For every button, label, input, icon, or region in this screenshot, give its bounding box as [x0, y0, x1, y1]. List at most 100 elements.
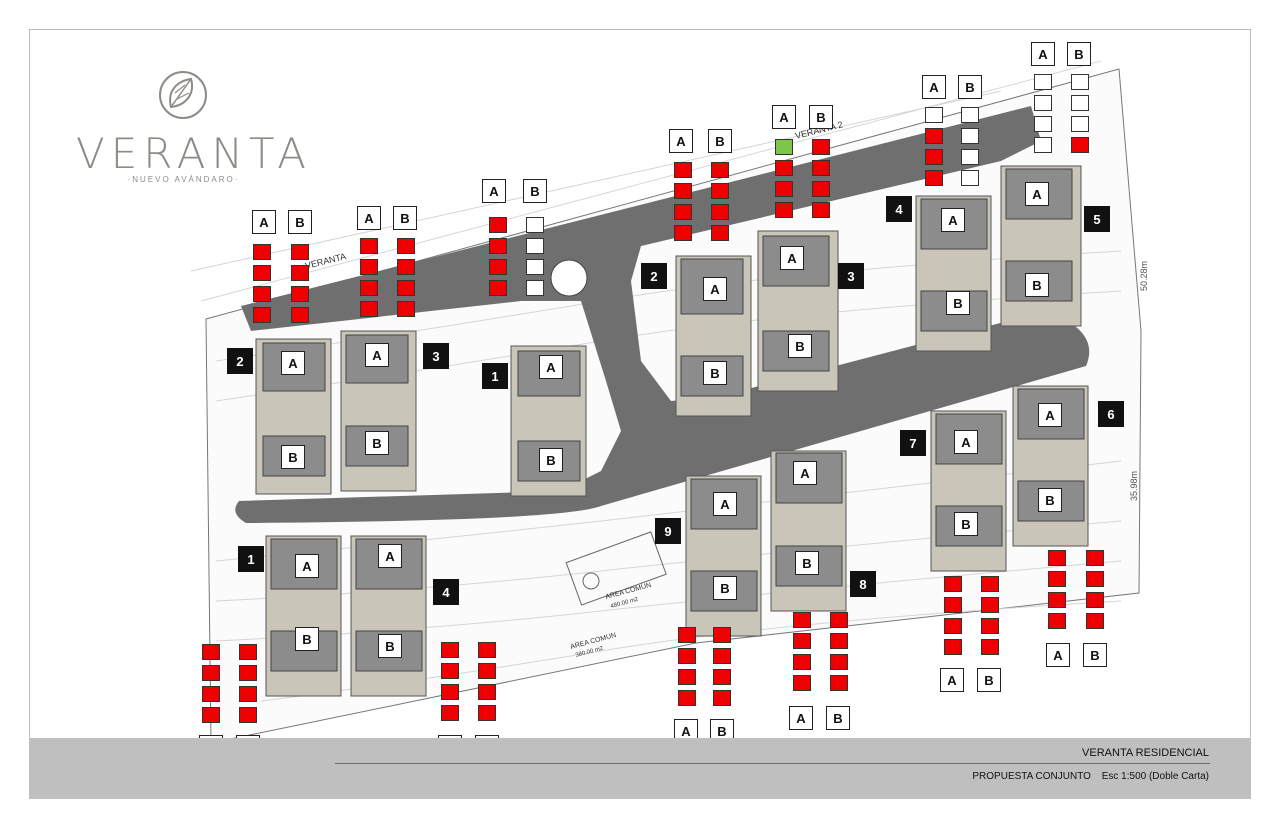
parking-spot-red [253, 265, 271, 281]
title-block: VERANTA RESIDENCIAL PROPUESTA CONJUNTO E… [29, 738, 1251, 799]
unit-label-a: A [295, 554, 319, 578]
parking-spot-red [711, 183, 729, 199]
parking-spot-white [1071, 116, 1089, 132]
site-plan-sheet: VERANTA VERANTA 2 AREA COMUN 480.00 m2 A… [29, 29, 1251, 799]
parking-spot-red [830, 612, 848, 628]
parking-spot-red [925, 170, 943, 186]
parking-spot-red [202, 686, 220, 702]
parking-spot-red [711, 204, 729, 220]
parking-spot-red [441, 663, 459, 679]
parking-spot-red [1071, 137, 1089, 153]
parking-spot-red [239, 686, 257, 702]
lot-number-badge: 1 [482, 363, 508, 389]
parking-spot-red [944, 576, 962, 592]
lot-number-badge: 1 [238, 546, 264, 572]
parking-spot-red [1048, 592, 1066, 608]
unit-label-b: B [378, 634, 402, 658]
parking-spot-red [239, 665, 257, 681]
parking-spot-red [441, 705, 459, 721]
parking-spot-red [711, 225, 729, 241]
parking-spot-red [713, 627, 731, 643]
parking-spot-red [830, 654, 848, 670]
parking-spot-red [713, 669, 731, 685]
parking-spot-red [202, 665, 220, 681]
parking-spot-red [812, 139, 830, 155]
parking-spot-red [944, 618, 962, 634]
parking-spot-red [239, 707, 257, 723]
parking-spot-red [1086, 571, 1104, 587]
unit-label-b: B [977, 668, 1001, 692]
parking-spot-red [793, 675, 811, 691]
parking-spot-red [360, 259, 378, 275]
parking-spot-white [526, 280, 544, 296]
unit-label-a: A [940, 668, 964, 692]
parking-spot-red [489, 259, 507, 275]
unit-label-a: A [357, 206, 381, 230]
unit-label-a: A [539, 355, 563, 379]
unit-label-a: A [378, 544, 402, 568]
unit-label-a: A [793, 461, 817, 485]
parking-spot-red [1048, 613, 1066, 629]
parking-spot-red [1048, 571, 1066, 587]
parking-spot-white [961, 149, 979, 165]
unit-label-b: B [1025, 273, 1049, 297]
unit-label-b: B [703, 361, 727, 385]
parking-spot-red [925, 128, 943, 144]
drawing-subtitle: PROPUESTA CONJUNTO Esc 1:500 (Doble Cart… [964, 771, 1209, 782]
unit-label-b: B [281, 445, 305, 469]
unit-label-b: B [365, 431, 389, 455]
parking-spot-red [830, 633, 848, 649]
parking-spot-red [478, 663, 496, 679]
parking-spot-red [678, 648, 696, 664]
drawing-name: PROPUESTA CONJUNTO [972, 771, 1091, 782]
unit-label-b: B [958, 75, 982, 99]
parking-spot-red [1086, 592, 1104, 608]
parking-spot-red [291, 244, 309, 260]
brand-name: VERANTA [76, 129, 313, 178]
title-block-rule [335, 763, 1210, 764]
parking-spot-red [397, 301, 415, 317]
parking-spot-red [674, 225, 692, 241]
parking-spot-red [1086, 613, 1104, 629]
parking-spot-red [1086, 550, 1104, 566]
parking-spot-white [925, 107, 943, 123]
roads [235, 106, 1090, 523]
unit-label-b: B [708, 129, 732, 153]
parking-spot-red [360, 280, 378, 296]
lot-number-badge: 3 [423, 343, 449, 369]
parking-spot-red [713, 690, 731, 706]
unit-label-a: A [713, 492, 737, 516]
unit-label-b: B [539, 448, 563, 472]
parking-spot-red [830, 675, 848, 691]
parking-spot-white [1071, 95, 1089, 111]
parking-spot-red [713, 648, 731, 664]
unit-label-b: B [946, 291, 970, 315]
unit-label-b: B [795, 551, 819, 575]
parking-spot-red [674, 204, 692, 220]
drawing-scale: Esc 1:500 (Doble Carta) [1101, 771, 1209, 782]
unit-label-a: A [252, 210, 276, 234]
unit-label-a: A [703, 277, 727, 301]
lot-number-badge: 6 [1098, 401, 1124, 427]
parking-spot-red [478, 684, 496, 700]
unit-label-b: B [713, 576, 737, 600]
parking-spot-red [674, 162, 692, 178]
unit-label-a: A [922, 75, 946, 99]
parking-spot-red [674, 183, 692, 199]
lot-number-badge: 4 [886, 196, 912, 222]
parking-spot-red [291, 265, 309, 281]
parking-spot-green [775, 139, 793, 155]
parking-spot-red [360, 301, 378, 317]
unit-label-b: B [295, 627, 319, 651]
parking-spot-white [526, 238, 544, 254]
parking-spot-red [478, 642, 496, 658]
unit-label-b: B [826, 706, 850, 730]
lot-number-badge: 9 [655, 518, 681, 544]
unit-label-a: A [1046, 643, 1070, 667]
unit-label-b: B [523, 179, 547, 203]
parking-spot-red [981, 639, 999, 655]
parking-spot-red [944, 597, 962, 613]
lot-number-badge: 4 [433, 579, 459, 605]
unit-label-b: B [288, 210, 312, 234]
unit-label-a: A [954, 430, 978, 454]
